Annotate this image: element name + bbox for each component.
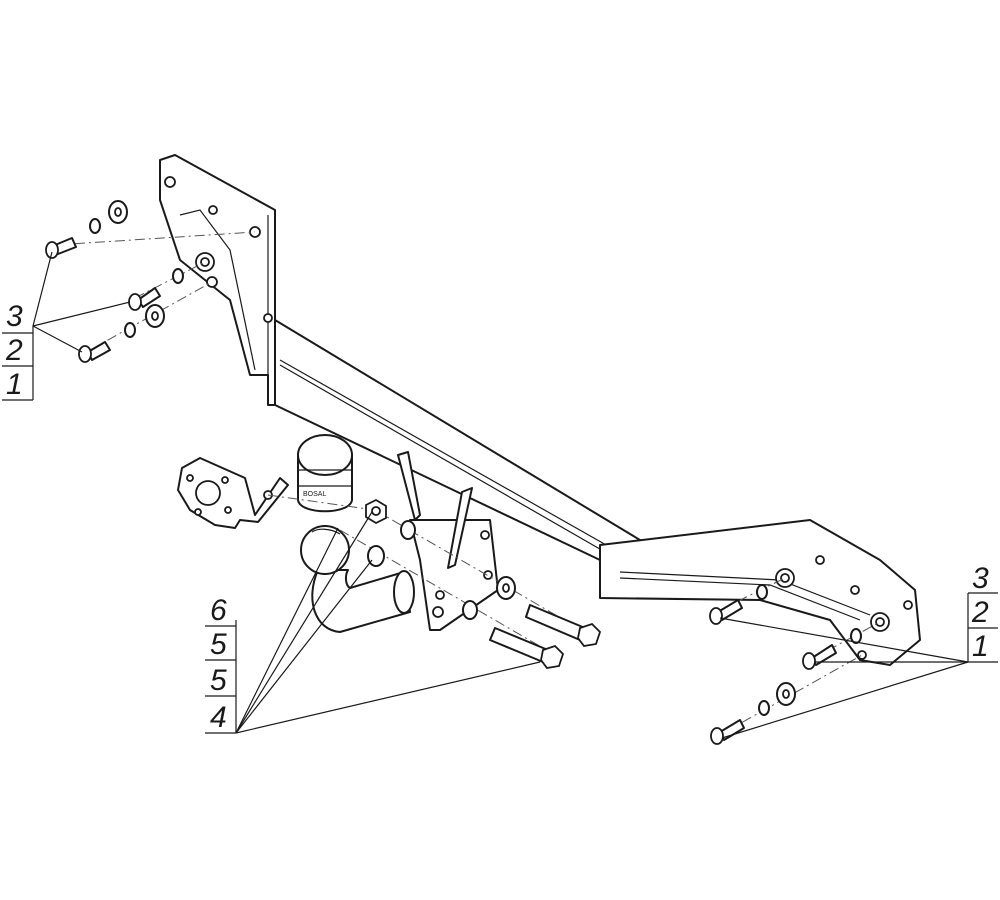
tow-ball xyxy=(300,525,415,633)
left-mounting-bracket xyxy=(159,154,276,406)
bolt-right-top xyxy=(709,599,743,625)
bottom-callout-item-2: 5 xyxy=(210,628,227,661)
right-callout: 3 2 1 xyxy=(719,562,998,739)
left-fasteners xyxy=(45,200,184,363)
washer-center-rear xyxy=(462,600,478,620)
socket-mounting-plate xyxy=(177,457,289,529)
right-callout-item-2: 2 xyxy=(971,596,989,629)
lock-washer-right-top xyxy=(756,584,768,600)
hex-nut-center xyxy=(365,498,387,525)
left-callout-item-1: 3 xyxy=(6,300,23,333)
bolt-left-top xyxy=(45,237,77,259)
right-callout-item-1: 3 xyxy=(972,562,989,595)
washer-center-upper xyxy=(400,520,416,540)
lock-washer-right-bottom xyxy=(758,700,770,716)
right-callout-item-3: 1 xyxy=(972,630,989,663)
ball-cover-cap: BOSAL xyxy=(297,434,353,513)
lock-washer-left-top xyxy=(89,218,101,234)
left-callout-item-3: 1 xyxy=(6,368,23,401)
bottom-callout-item-3: 5 xyxy=(210,664,227,697)
washer-center-lower xyxy=(367,545,385,567)
left-callout-item-2: 2 xyxy=(5,334,23,367)
center-fasteners xyxy=(365,498,602,669)
lock-washer-right-middle xyxy=(850,628,862,644)
lock-washer-left-bottom xyxy=(124,322,136,338)
bolt-right-middle xyxy=(802,644,837,670)
bottom-callout: 6 5 5 4 xyxy=(205,511,541,734)
right-fasteners xyxy=(709,584,862,745)
bolt-left-middle xyxy=(128,287,161,311)
ball-mount-housing xyxy=(397,451,499,631)
lock-washer-left-middle xyxy=(172,268,184,284)
bolt-center-long-lower xyxy=(489,627,565,669)
bolt-left-bottom xyxy=(78,341,111,363)
left-callout: 3 2 1 xyxy=(2,251,131,401)
bottom-callout-item-1: 6 xyxy=(210,594,227,627)
bolt-center-long-upper xyxy=(525,604,602,647)
bolt-right-bottom xyxy=(710,719,745,745)
socket-marking-label: BOSAL xyxy=(303,491,326,498)
bottom-callout-item-4: 4 xyxy=(210,701,227,734)
